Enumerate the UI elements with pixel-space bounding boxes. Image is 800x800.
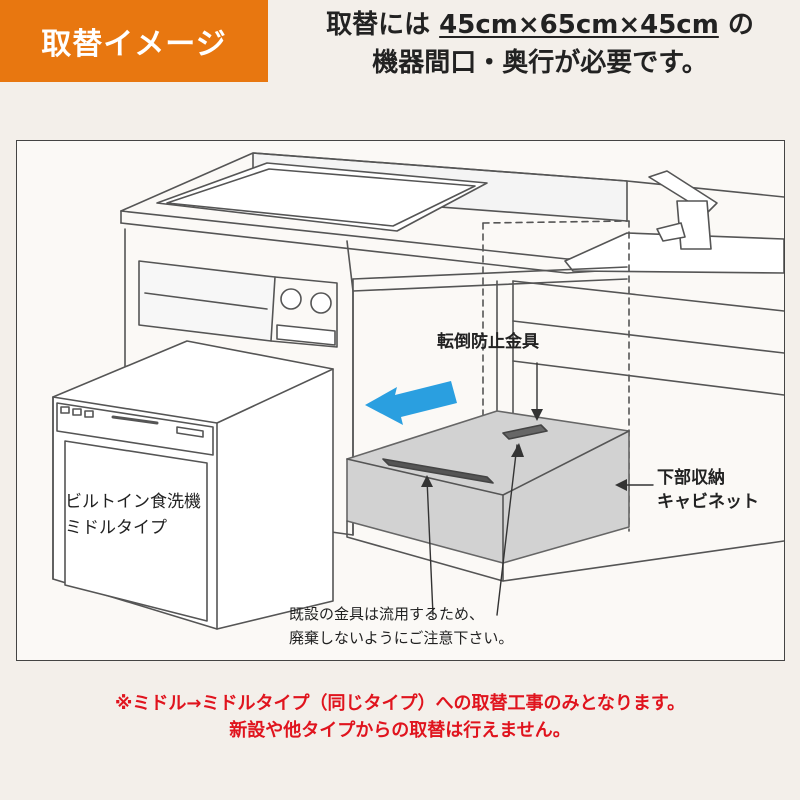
dishwasher <box>52 340 334 630</box>
requirement-line2: 機器間口・奥行が必要です。 <box>372 48 708 78</box>
required-dimensions: 45cm×65cm×45cm <box>439 10 719 40</box>
requirement-prefix: 取替には <box>326 10 431 40</box>
installation-diagram: 転倒防止金具 下部収納 キャビネット ビルトイン食洗機 ミドルタイプ 既設の金具… <box>16 140 785 661</box>
cooktop <box>156 162 488 232</box>
grill-panel <box>138 260 338 348</box>
lower-storage-cabinet <box>346 410 784 582</box>
requirement-suffix: の <box>727 10 754 40</box>
warning-line1: ※ミドル→ミドルタイプ（同じタイプ）への取替工事のみとなります。 <box>114 693 686 714</box>
anti-tip-bracket-label: 転倒防止金具 <box>437 332 539 352</box>
kitchen-illustration <box>52 152 784 630</box>
cabinet-label-line2: キャビネット <box>657 492 759 512</box>
requirement-line1: 取替には 45cm×65cm×45cm の <box>300 6 780 44</box>
warning-line2: 新設や他タイプからの取替は行えません。 <box>229 720 571 741</box>
dishwasher-label-line1: ビルトイン食洗機 <box>65 492 201 512</box>
cabinet-label-line1: 下部収納 <box>657 468 725 488</box>
reuse-note-line2: 廃棄しないようにご注意下さい。 <box>289 629 514 647</box>
removal-arrow <box>365 381 457 425</box>
title-badge: 取替イメージ <box>0 0 268 82</box>
replacement-warning: ※ミドル→ミドルタイプ（同じタイプ）への取替工事のみとなります。 新設や他タイプ… <box>0 690 800 744</box>
requirement-text: 取替には 45cm×65cm×45cm の 機器間口・奥行が必要です。 <box>300 6 780 82</box>
faucet <box>648 170 718 250</box>
anti-tip-bracket <box>502 424 548 440</box>
leader-lines <box>421 362 654 616</box>
dishwasher-label-line2: ミドルタイプ <box>65 518 167 538</box>
reuse-note-line1: 既設の金具は流用するため、 <box>289 605 485 623</box>
